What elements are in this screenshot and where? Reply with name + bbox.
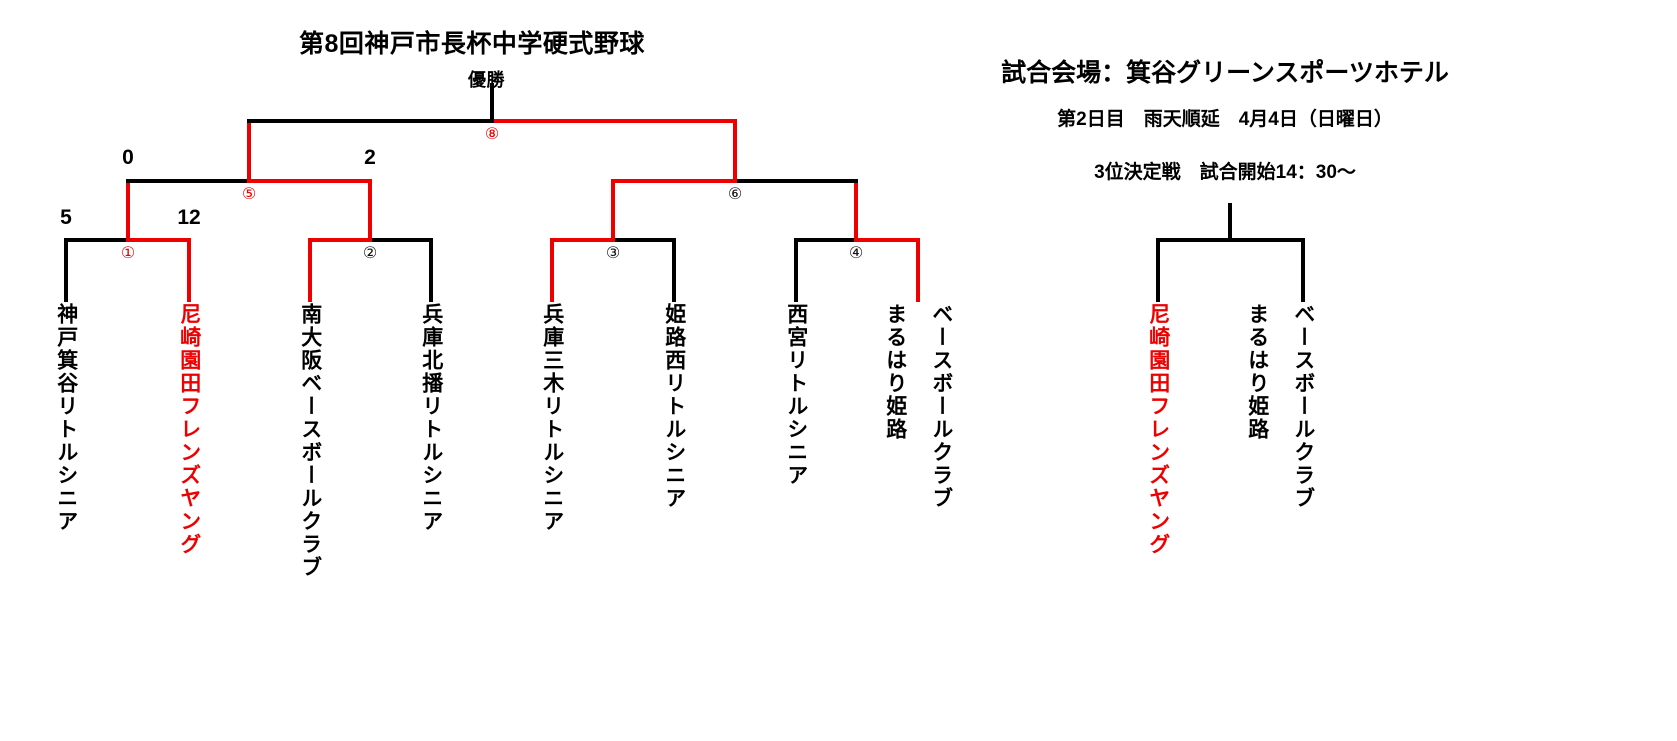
team-name: 西宮リトルシニア bbox=[784, 303, 809, 487]
score-right-5: 2 bbox=[364, 146, 376, 169]
match-number-3: ③ bbox=[605, 245, 621, 262]
match-number-1: ① bbox=[120, 245, 136, 262]
team-name: 神戸箕谷リトルシニア bbox=[54, 303, 79, 533]
score-right-1: 12 bbox=[177, 206, 201, 229]
score-left-1: 5 bbox=[60, 206, 72, 229]
team-name: 姫路西リトルシニア bbox=[662, 303, 687, 510]
match-number-2: ② bbox=[362, 245, 378, 262]
score-left-5: 0 bbox=[122, 146, 134, 169]
venue-line: 試合会場：箕谷グリーンスポーツホテル bbox=[1001, 59, 1449, 87]
match-number-4: ④ bbox=[848, 245, 864, 262]
champion-label: 優勝 bbox=[468, 70, 505, 90]
team-name: 兵庫三木リトルシニア bbox=[540, 303, 565, 533]
day-line: 第2日目 雨天順延 4月4日（日曜日） bbox=[1057, 109, 1393, 130]
third-place-team-name: 尼崎園田フレンズヤング bbox=[1146, 303, 1171, 556]
team-name: 南大阪ベースボールクラブ bbox=[298, 303, 323, 579]
third-place-team-name: まるはり姫路 bbox=[1245, 303, 1270, 441]
third-place-line: 3位決定戦 試合開始14：30〜 bbox=[1094, 162, 1356, 183]
match-number-5: ⑤ bbox=[241, 186, 257, 203]
team-name: ベースボールクラブ bbox=[929, 303, 954, 510]
page-title: 第8回神戸市長杯中学硬式野球 bbox=[299, 30, 645, 58]
match-number-8: ⑧ bbox=[484, 126, 500, 143]
team-name: 兵庫北播リトルシニア bbox=[419, 303, 444, 533]
third-place-team-name: ベースボールクラブ bbox=[1291, 303, 1316, 510]
team-name: 尼崎園田フレンズヤング bbox=[177, 303, 202, 556]
team-name: まるはり姫路 bbox=[883, 303, 908, 441]
match-number-6: ⑥ bbox=[727, 186, 743, 203]
